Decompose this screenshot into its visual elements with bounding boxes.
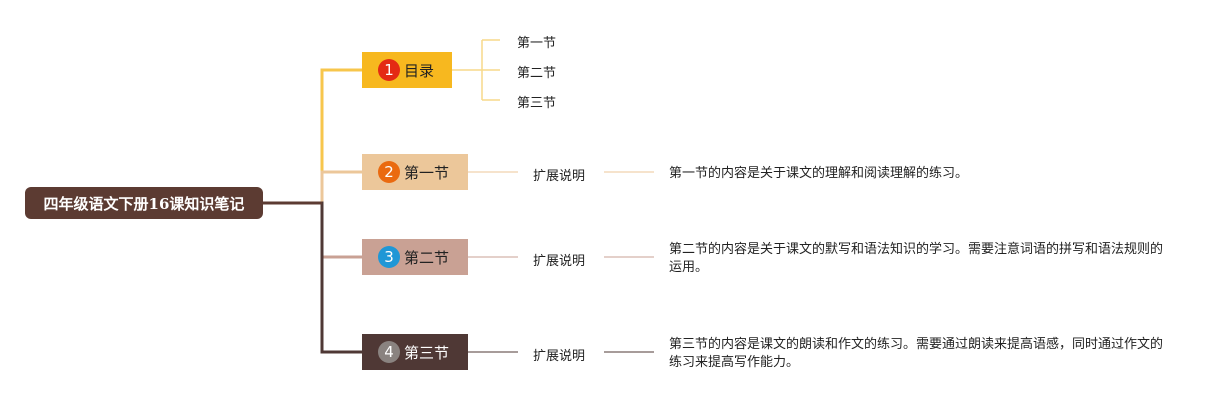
branch-1-child-3[interactable]: 第三节: [517, 96, 557, 111]
connector-root-to-branch-3: [263, 201, 362, 259]
branch-label: 第一节: [404, 163, 450, 182]
branch-number-badge: 2: [378, 161, 400, 183]
branch-4-description[interactable]: 第三节的内容是课文的朗读和作文的练习。需要通过朗读来提高语感，同时通过作文的练习…: [669, 337, 1164, 370]
branch-number-badge: 3: [378, 246, 400, 268]
branch-number-badge: 1: [378, 59, 400, 81]
branch-number-badge: 4: [378, 341, 400, 363]
branch-2-description[interactable]: 第一节的内容是关于课文的理解和阅读理解的练习。: [669, 166, 969, 181]
branch-1-child-1[interactable]: 第一节: [517, 36, 557, 51]
branch-node-3[interactable]: 3 第二节: [362, 239, 468, 275]
branch-label: 第三节: [404, 343, 450, 362]
branch-4-sub-label[interactable]: 扩展说明: [533, 349, 586, 364]
connector-root-to-branch-2: [263, 170, 362, 205]
branch-node-1[interactable]: 1 目录: [362, 52, 452, 88]
branch-node-4[interactable]: 4 第三节: [362, 334, 468, 370]
branch-2-sub-label[interactable]: 扩展说明: [533, 169, 586, 184]
connector-root-to-branch-4: [263, 201, 362, 354]
root-node[interactable]: 四年级语文下册16课知识笔记: [25, 187, 263, 219]
branch-3-sub-label[interactable]: 扩展说明: [533, 254, 586, 269]
branch-node-2[interactable]: 2 第一节: [362, 154, 468, 190]
branch-1-child-2[interactable]: 第二节: [517, 66, 557, 81]
branch-label: 目录: [404, 61, 435, 80]
branch-label: 第二节: [404, 248, 450, 267]
connector-root-to-branch-1: [263, 68, 362, 205]
branch-3-description[interactable]: 第二节的内容是关于课文的默写和语法知识的学习。需要注意词语的拼写和语法规则的运用…: [669, 242, 1164, 275]
root-title: 四年级语文下册16课知识笔记: [43, 194, 245, 213]
connector-branch-1-children: [452, 39, 500, 101]
